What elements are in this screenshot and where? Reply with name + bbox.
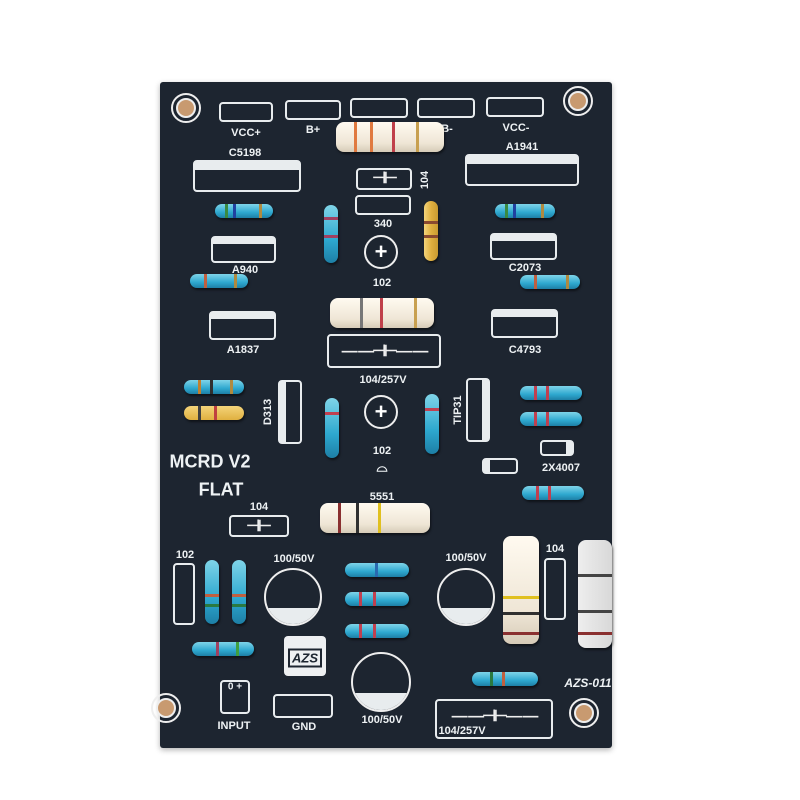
resistor (520, 412, 582, 426)
diode-footprint (482, 458, 518, 474)
power-resistor (578, 540, 612, 648)
tip31-footprint (466, 378, 490, 442)
label-b-minus: B- (441, 123, 453, 135)
c4793-footprint (491, 309, 558, 338)
capacitor-104-left (229, 515, 289, 537)
capacitor-102-left (173, 563, 195, 625)
mounting-hole (569, 698, 599, 728)
capacitor-symbol: ⊣⊢ (246, 518, 272, 535)
vcc-minus-header (486, 97, 544, 117)
resistor (424, 201, 438, 261)
c2073-footprint (490, 233, 557, 260)
capacitor-symbol: — —⊣⊢— — (451, 708, 539, 725)
input-pin-labels: 0 + (227, 681, 243, 693)
label-104-top: 104 (419, 170, 431, 190)
electrolytic-cap-bottom (351, 652, 411, 712)
resistor (520, 275, 580, 289)
center-header (350, 98, 408, 118)
mounting-hole (151, 693, 181, 723)
resistor (190, 274, 248, 288)
label-102-left: 102 (175, 549, 195, 561)
azs-logo: AZS (284, 636, 326, 676)
electrolytic-cap-left (264, 568, 322, 626)
capacitor-104-right (544, 558, 566, 620)
label-2x4007: 2X4007 (542, 462, 580, 474)
label-c5198: C5198 (228, 147, 262, 159)
label-102-mid: 102 (372, 445, 392, 457)
capacitor-104-top (356, 168, 412, 190)
capacitor-symbol: ⊣⊢ (372, 170, 398, 187)
trimmer-102-mid[interactable]: + (364, 395, 398, 429)
resistor (345, 592, 409, 606)
gnd-connector (273, 694, 333, 718)
label-d313: D313 (262, 398, 274, 426)
label-vcc-plus: VCC+ (231, 127, 261, 139)
q5551-footprint: ⌓ (376, 458, 388, 475)
label-vcc-minus: VCC- (502, 122, 530, 134)
resistor (472, 672, 538, 686)
power-resistor (330, 298, 434, 328)
a1941-footprint (465, 154, 579, 186)
trimmer-102-top[interactable]: + (364, 235, 398, 269)
capacitor-symbol: — —⊣⊢— — (341, 343, 429, 360)
board-code: AZS-011 (564, 676, 612, 690)
label-a1941: A1941 (505, 141, 539, 153)
vcc-plus-header (219, 102, 273, 122)
mounting-hole (563, 86, 593, 116)
resistor (345, 624, 409, 638)
capacitor-104-257v-bottom (435, 699, 553, 739)
resistor (232, 560, 246, 624)
label-102-top: 102 (372, 277, 392, 289)
label-104-left: 104 (249, 501, 269, 513)
label-a1837: A1837 (226, 344, 260, 356)
label-gnd: GND (291, 721, 317, 733)
label-b-plus: B+ (305, 124, 321, 136)
resistor (345, 563, 409, 577)
resistor (184, 380, 244, 394)
resistor (425, 394, 439, 454)
resistor (495, 204, 555, 218)
label-c4793: C4793 (508, 344, 542, 356)
label-340: 340 (373, 218, 393, 230)
resistor (215, 204, 273, 218)
label-elcap-bottom: 100/50V (361, 714, 403, 726)
power-resistor (503, 536, 539, 644)
label-104-257v-mid: 104/257V (359, 374, 407, 386)
b-minus-header (417, 98, 475, 118)
label-input: INPUT (217, 720, 251, 732)
board-variant: FLAT (198, 479, 244, 500)
label-104-257v-bottom: 104/257V (438, 725, 486, 737)
electrolytic-cap-right (437, 568, 495, 626)
resistor (205, 560, 219, 624)
input-connector (220, 680, 250, 714)
power-resistor (336, 122, 444, 152)
label-tip31: TIP31 (452, 395, 464, 425)
a940-footprint (211, 236, 276, 263)
diode-footprint (540, 440, 574, 456)
resistor (522, 486, 584, 500)
b-plus-header (285, 100, 341, 120)
label-a940: A940 (231, 264, 259, 276)
resistor (520, 386, 582, 400)
board-model: MCRD V2 (169, 451, 251, 472)
capacitor-104-257v-mid (327, 334, 441, 368)
q340-footprint (355, 195, 411, 215)
resistor (325, 398, 339, 458)
d313-footprint (278, 380, 302, 444)
label-elcap-right: 100/50V (445, 552, 487, 564)
label-elcap-left: 100/50V (273, 553, 315, 565)
label-c2073: C2073 (508, 262, 542, 274)
resistor (184, 406, 244, 420)
a1837-footprint (209, 311, 276, 340)
resistor (324, 205, 338, 263)
resistor (192, 642, 254, 656)
mounting-hole (171, 93, 201, 123)
c5198-footprint (193, 160, 301, 192)
power-resistor (320, 503, 430, 533)
label-5551: 5551 (369, 491, 395, 503)
label-104-right: 104 (545, 543, 565, 555)
